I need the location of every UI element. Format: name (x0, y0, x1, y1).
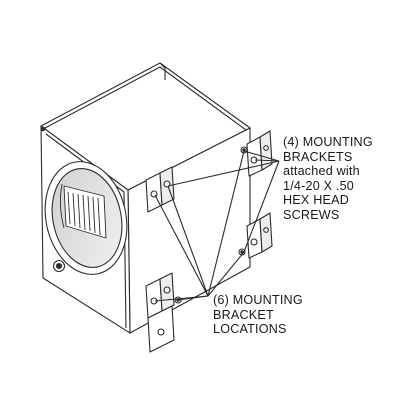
callout-line: SCREWS (283, 207, 340, 222)
callout-line: LOCATIONS (213, 322, 287, 337)
front-fitting (40, 126, 66, 273)
callout-line: HEX HEAD (283, 193, 349, 208)
mounting-bracket-bottom (147, 305, 175, 353)
front-flange (45, 133, 127, 329)
callout-line: BRACKETS (283, 149, 353, 164)
blower-wheel (59, 183, 107, 239)
mounting-bracket-bottom-front (145, 272, 175, 319)
callout-line: (4) MOUNTING (283, 135, 373, 149)
back-edge (159, 62, 166, 80)
callout-mounting-brackets: (4) MOUNTING BRACKETS attached with 1/4-… (283, 135, 373, 223)
leader-lines-locations (154, 150, 245, 302)
callout-line: attached with (283, 164, 360, 179)
callout-line: BRACKET (213, 307, 274, 322)
leader-lines-brackets (167, 150, 280, 253)
mounting-bracket-top-front (145, 166, 175, 213)
top-flange-lip (44, 66, 247, 131)
callout-bracket-locations: (6) MOUNTING BRACKET LOCATIONS (213, 293, 303, 337)
mounting-bracket-mid-right (246, 212, 273, 259)
callout-line: (6) MOUNTING (213, 293, 303, 307)
callout-line: 1/4-20 X .50 (283, 178, 355, 193)
